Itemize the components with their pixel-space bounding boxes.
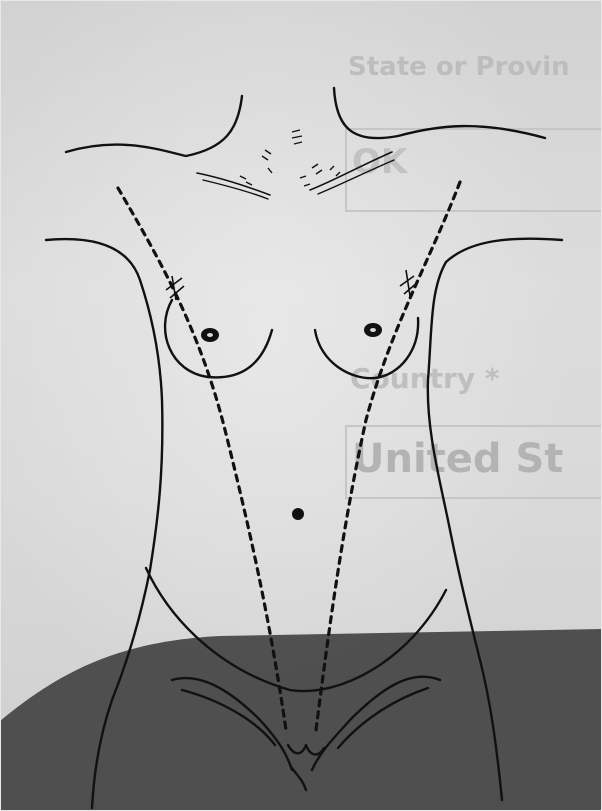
torso-left-outline: [46, 239, 162, 808]
pubic-lower: [290, 765, 306, 790]
neck-right-line: [334, 88, 545, 138]
clavicle-right: [310, 152, 392, 190]
neck-left-line: [66, 96, 242, 156]
inner-thigh-left: [182, 690, 275, 745]
torso-right-outline: [428, 239, 562, 800]
hatch-right: [300, 164, 340, 186]
abdomen-lower-curve: [146, 568, 446, 691]
clavicle-left: [197, 173, 270, 195]
left-breast: [165, 300, 272, 377]
hatch-center: [292, 130, 302, 144]
marker-left: [166, 276, 184, 300]
pubic-center: [288, 745, 324, 754]
clavicle-right-2: [318, 160, 394, 194]
hatch-left: [240, 150, 272, 185]
navel: [292, 508, 304, 520]
dashed-line-right: [316, 182, 460, 730]
dashed-line-left: [118, 188, 286, 730]
